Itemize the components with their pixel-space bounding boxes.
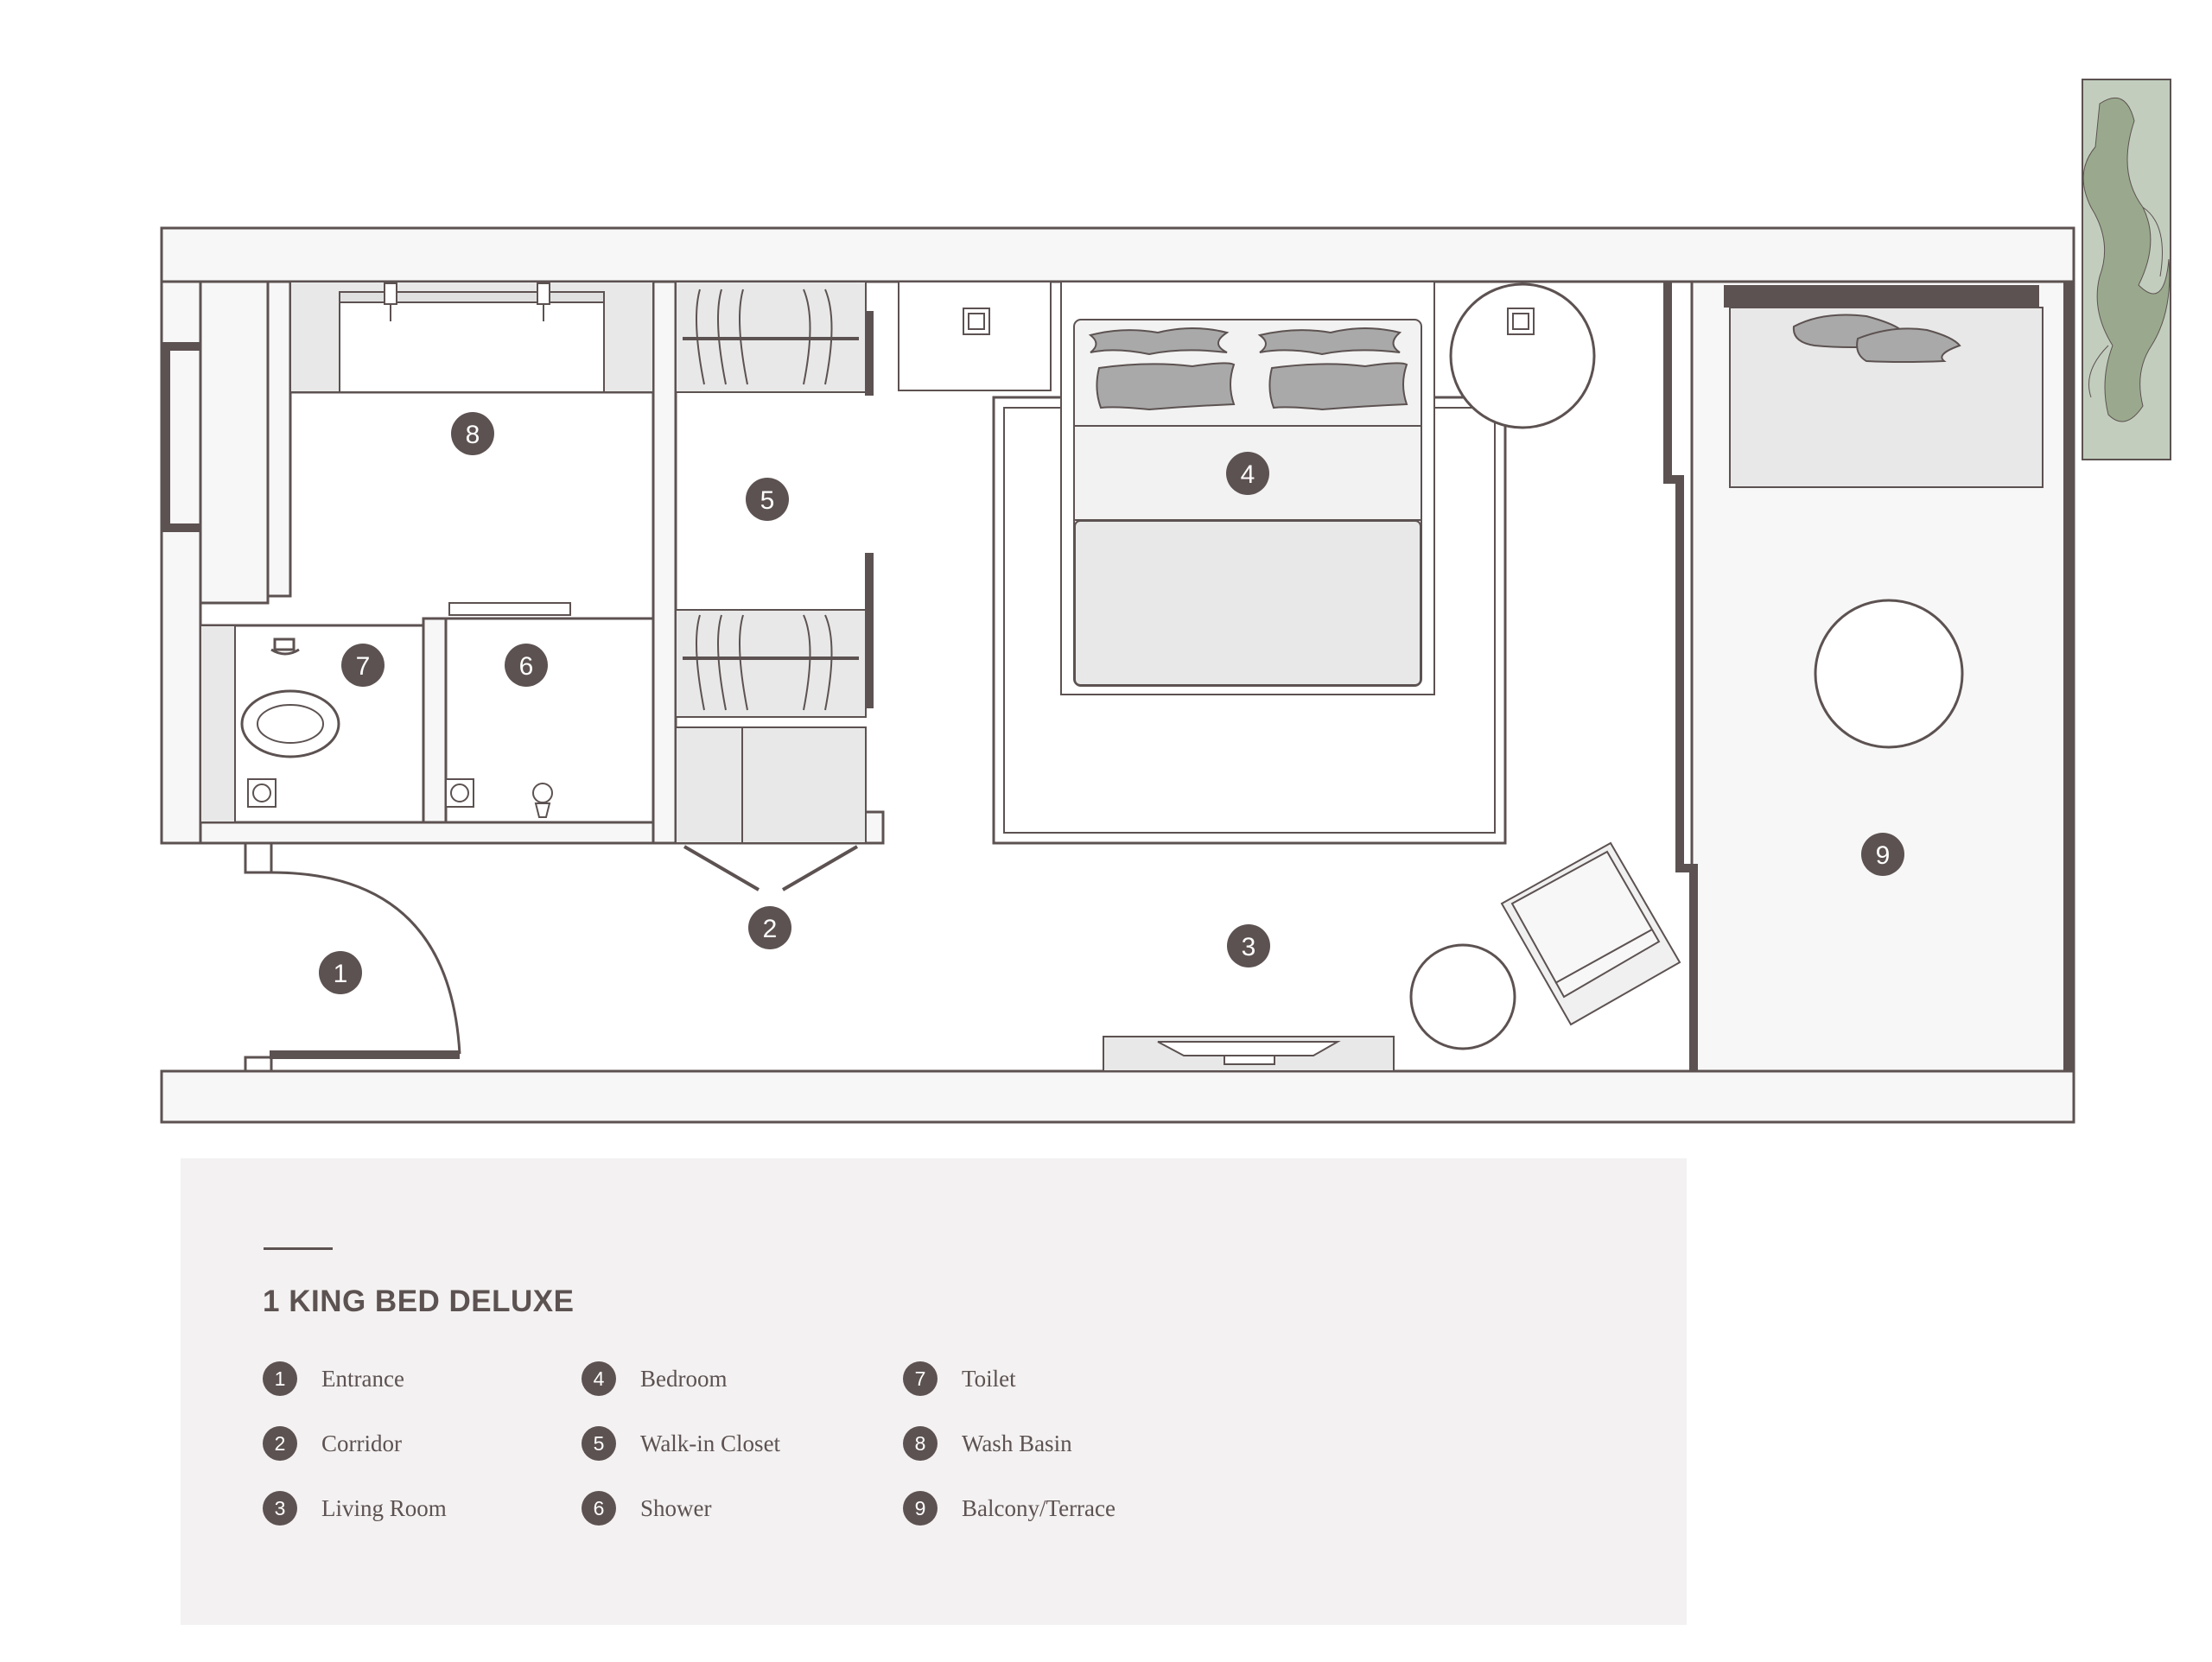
legend-item-entrance: 1 Entrance (263, 1360, 404, 1398)
marker-4-label: 4 (1241, 460, 1255, 489)
marker-8: 8 (451, 412, 494, 455)
legend-badge: 1 (263, 1361, 297, 1396)
nightstand-left (898, 281, 1052, 391)
legend-label: Corridor (321, 1430, 402, 1456)
tv-console (1103, 1036, 1395, 1072)
entrance-door-swing (270, 871, 461, 1055)
marker-9: 9 (1861, 833, 1904, 876)
legend-item-shower: 6 Shower (582, 1489, 712, 1527)
legend-label: Balcony/Terrace (962, 1494, 1116, 1521)
legend-item-corridor: 2 Corridor (263, 1424, 402, 1462)
marker-7-label: 7 (356, 652, 371, 681)
marker-3: 3 (1227, 924, 1270, 967)
legend-badge: 5 (582, 1426, 616, 1461)
marker-4: 4 (1226, 452, 1269, 495)
legend-badge: 7 (903, 1361, 938, 1396)
legend-item-balcony-terrace: 9 Balcony/Terrace (903, 1489, 1116, 1527)
marker-7: 7 (341, 644, 385, 687)
balcony-table (1814, 599, 1964, 749)
legend-badge: 8 (903, 1426, 938, 1461)
legend-item-living-room: 3 Living Room (263, 1489, 447, 1527)
marker-6: 6 (505, 644, 548, 687)
side-table (1409, 943, 1516, 1050)
lounge-chair (1500, 841, 1681, 1026)
legend-label: Walk-in Closet (640, 1430, 781, 1456)
legend-item-toilet: 7 Toilet (903, 1360, 1016, 1398)
legend-label: Wash Basin (962, 1430, 1072, 1456)
marker-8-label: 8 (466, 421, 480, 449)
legend-badge: 2 (263, 1426, 297, 1461)
legend-badge: 9 (903, 1491, 938, 1526)
legend-label: Living Room (321, 1494, 447, 1521)
room-markers: 1 2 3 4 5 6 7 8 9 (319, 412, 1904, 994)
wardrobe-bottom (675, 609, 867, 718)
legend-label: Toilet (962, 1365, 1016, 1392)
marker-3-label: 3 (1242, 933, 1256, 961)
planter (2082, 79, 2171, 460)
king-bed (1060, 281, 1435, 695)
daybed (1729, 307, 2044, 488)
entrance-jambs (244, 841, 273, 1073)
marker-9-label: 9 (1876, 841, 1891, 870)
marker-6-label: 6 (519, 652, 534, 681)
plan-title: 1 KING BED DELUXE (263, 1285, 575, 1318)
round-nightstand (1449, 282, 1596, 429)
marker-2-label: 2 (763, 915, 778, 943)
marker-5: 5 (746, 478, 789, 521)
marker-5-label: 5 (760, 486, 775, 515)
legend-item-wash-basin: 8 Wash Basin (903, 1424, 1072, 1462)
marker-1-label: 1 (334, 960, 348, 988)
closet-doors (675, 726, 867, 891)
legend-panel: 1 KING BED DELUXE 1 Entrance 2 Corridor … (181, 1158, 1687, 1625)
wash-basin (289, 281, 654, 393)
legend-item-walk-in-closet: 5 Walk-in Closet (582, 1424, 780, 1462)
legend-item-bedroom: 4 Bedroom (582, 1360, 728, 1398)
structural-walls (162, 282, 2074, 1071)
legend-rule (264, 1247, 333, 1250)
marker-1: 1 (319, 951, 362, 994)
marker-2: 2 (748, 906, 791, 949)
legend-badge: 6 (582, 1491, 616, 1526)
legend-label: Bedroom (640, 1365, 728, 1392)
shower-room (444, 602, 655, 824)
legend-badge: 3 (263, 1491, 297, 1526)
wardrobe-top (675, 281, 867, 393)
legend-label: Entrance (321, 1365, 404, 1392)
legend-badge: 4 (582, 1361, 616, 1396)
toilet-room (199, 617, 448, 824)
legend-label: Shower (640, 1494, 712, 1521)
